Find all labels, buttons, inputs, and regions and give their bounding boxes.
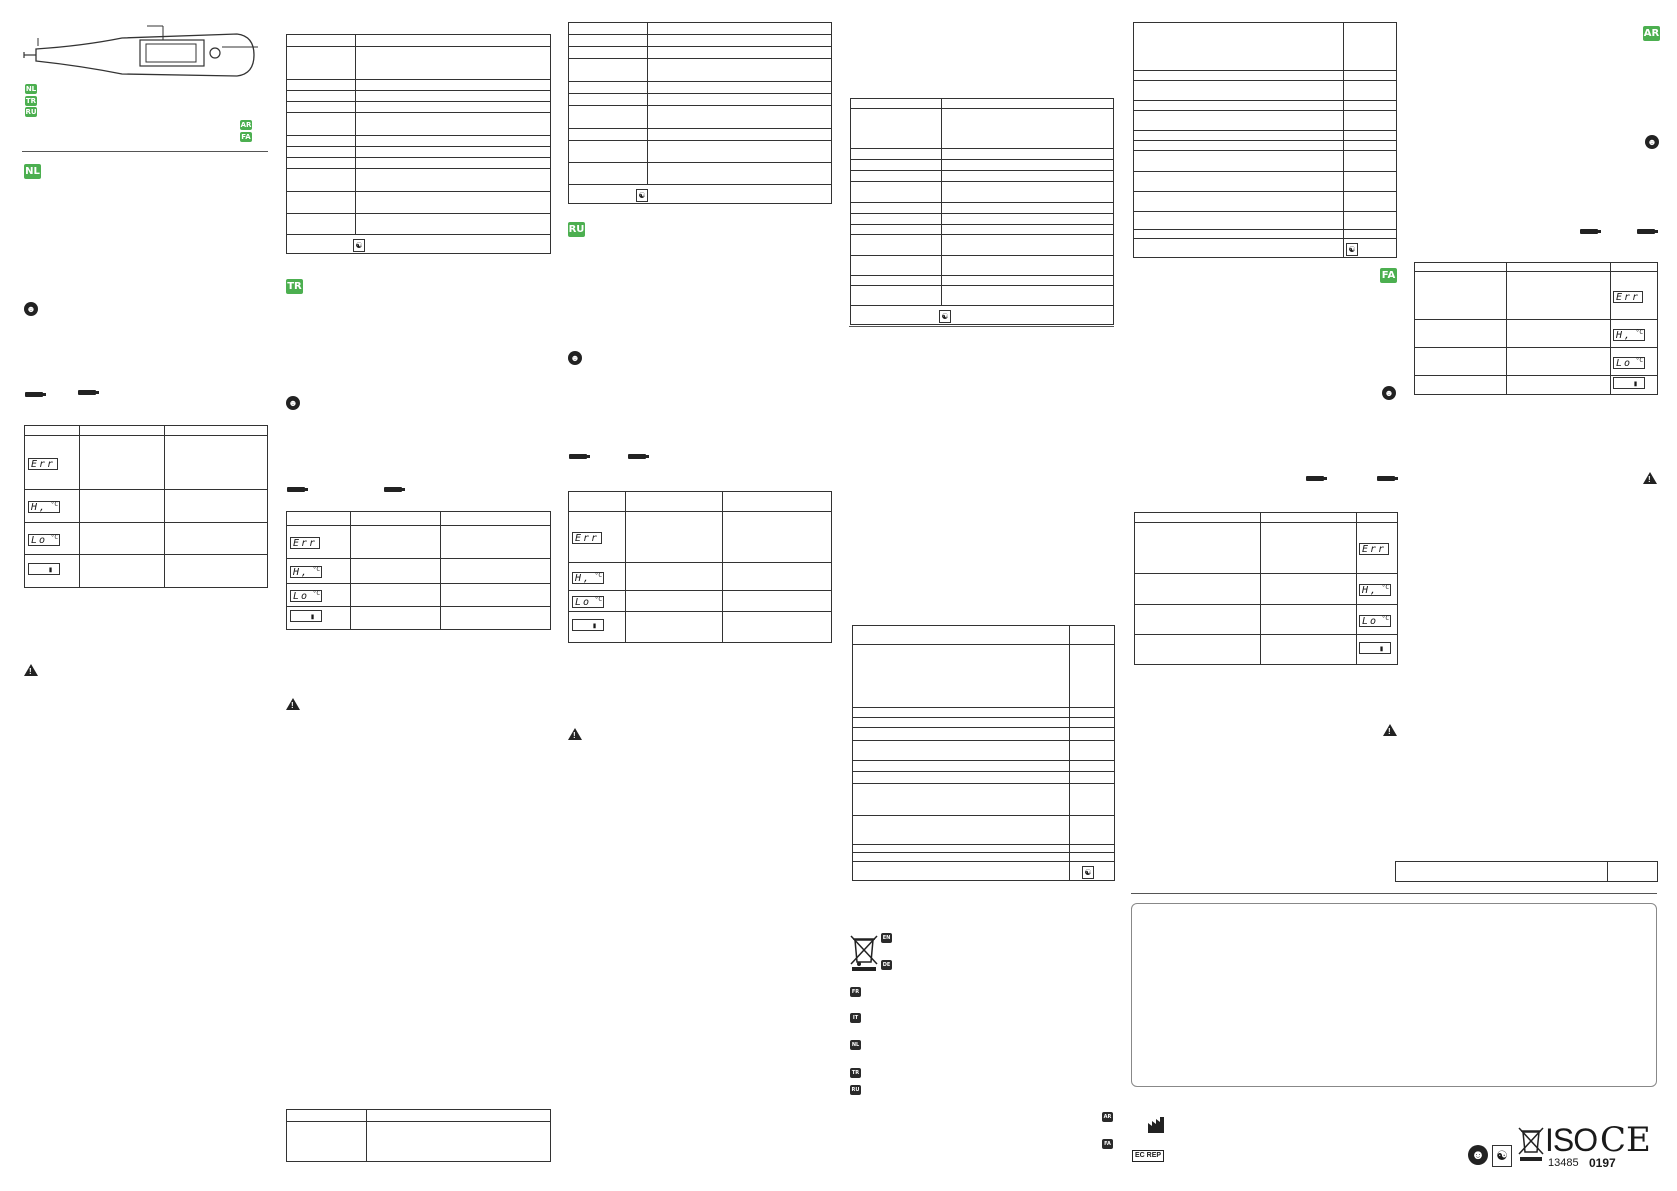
lcd-hi: H,°C — [290, 566, 322, 578]
section-badge-ar: AR — [1643, 26, 1660, 41]
battery-icon — [287, 487, 308, 492]
small-table-tr — [286, 1109, 551, 1162]
lcd-err: Err — [290, 537, 321, 549]
book-icon: ☻ — [1382, 386, 1396, 400]
section-badge-tr: TR — [286, 279, 303, 294]
bf-applied-part-icon: ☯ — [939, 310, 951, 323]
book-icon: ☻ — [286, 396, 300, 410]
warning-icon — [1383, 724, 1397, 737]
language-badge-tr: TR — [25, 96, 37, 106]
battery-icon — [1637, 229, 1658, 234]
language-badge-it: IT — [850, 1013, 861, 1023]
error-table-ru: Err H,°C Lo°C ▮ — [568, 491, 832, 643]
lcd-err: Err — [572, 532, 603, 544]
section-divider — [1131, 893, 1657, 894]
lcd-lo: Lo°C — [28, 533, 60, 546]
language-badge-fa: FA — [1102, 1139, 1113, 1149]
language-badge-nl: NL — [25, 84, 37, 94]
warning-icon — [568, 728, 582, 741]
language-badge-ar: AR — [1102, 1112, 1113, 1122]
bf-applied-part-icon: ☯ — [1492, 1145, 1512, 1167]
battery-icon — [1377, 476, 1398, 481]
lcd-hi: H,°C — [1359, 584, 1391, 596]
thermometer-illustration — [23, 25, 258, 77]
battery-icon — [78, 390, 99, 395]
battery-icon — [384, 487, 405, 492]
error-table-fa: Err H,°C Lo°C ▮ — [1134, 512, 1398, 665]
lcd-err: Err — [1613, 290, 1644, 303]
iso-mark: ISO — [1545, 1122, 1598, 1158]
lcd-lo: Lo°C — [1359, 614, 1391, 627]
section-badge-nl: NL — [24, 164, 41, 179]
language-badge-ru: RU — [25, 107, 37, 117]
language-badge-fr: FR — [850, 987, 861, 997]
lcd-battery: ▮ — [1359, 641, 1391, 654]
bf-applied-part-icon: ☯ — [1082, 866, 1094, 879]
bf-applied-part-icon: ☯ — [353, 239, 365, 252]
battery-icon — [1580, 229, 1601, 234]
ec-rep-label: EC REP — [1132, 1150, 1165, 1162]
spec-table-tr: ☯ — [286, 34, 551, 254]
bf-applied-part-icon: ☯ — [636, 189, 648, 202]
wheelie-bin-icon — [850, 935, 878, 971]
language-badge-tr: TR — [850, 1068, 861, 1078]
language-badge-fa: FA — [240, 132, 252, 142]
battery-icon — [569, 454, 590, 459]
lcd-err: Err — [1359, 543, 1390, 555]
checklist-table: ☯ — [852, 625, 1115, 881]
language-badge-en: EN — [881, 933, 892, 943]
language-badge-ru: RU — [850, 1085, 861, 1095]
warning-icon — [286, 698, 300, 711]
iso-number: 13485 — [1548, 1157, 1579, 1169]
book-icon: ☻ — [24, 302, 38, 316]
error-table-ar: Err H,°C Lo°C ▮ — [1414, 262, 1658, 395]
language-badge-nl: NL — [850, 1040, 861, 1050]
notified-body-number: 0197 — [1589, 1156, 1616, 1170]
error-table-nl: Err H,°C Lo°C ▮ — [24, 425, 268, 588]
language-badge-de: DE — [881, 960, 892, 970]
book-icon: ☻ — [1645, 135, 1659, 149]
lcd-hi: H,°C — [28, 501, 60, 513]
lcd-err: Err — [28, 457, 59, 470]
address-box — [1131, 903, 1657, 1087]
section-badge-fa: FA — [1380, 268, 1397, 283]
lcd-battery: ▮ — [290, 610, 322, 622]
wheelie-bin-icon — [1518, 1127, 1544, 1161]
spec-table-fa: ☯ — [1133, 22, 1397, 258]
lcd-battery: ▮ — [28, 563, 60, 575]
lcd-battery: ▮ — [572, 619, 604, 631]
lcd-lo: Lo°C — [290, 590, 322, 602]
warning-icon — [1643, 472, 1657, 485]
small-table-ar — [1395, 861, 1658, 882]
bf-applied-part-icon: ☯ — [1346, 243, 1358, 256]
battery-icon — [628, 454, 649, 459]
battery-icon — [1306, 476, 1327, 481]
section-badge-ru: RU — [568, 222, 585, 237]
spec-table-ru: ☯ — [568, 22, 832, 204]
lcd-hi: H,°C — [572, 571, 604, 584]
spec-table-col4: ☯ — [850, 98, 1114, 325]
language-badge-ar: AR — [240, 120, 252, 130]
lcd-lo: Lo°C — [1613, 356, 1645, 369]
lcd-hi: H,°C — [1613, 328, 1645, 341]
book-icon: ☻ — [568, 351, 582, 365]
battery-icon — [25, 392, 46, 397]
error-table-tr: Err H,°C Lo°C ▮ — [286, 511, 551, 630]
lcd-lo: Lo°C — [572, 596, 604, 608]
lcd-battery: ▮ — [1613, 377, 1645, 389]
section-divider — [22, 151, 268, 152]
book-icon: ☻ — [1468, 1145, 1488, 1165]
manufacturer-icon — [1148, 1117, 1164, 1133]
warning-icon — [24, 664, 38, 677]
section-divider — [849, 326, 1114, 327]
ce-mark-icon: CE — [1600, 1120, 1651, 1160]
